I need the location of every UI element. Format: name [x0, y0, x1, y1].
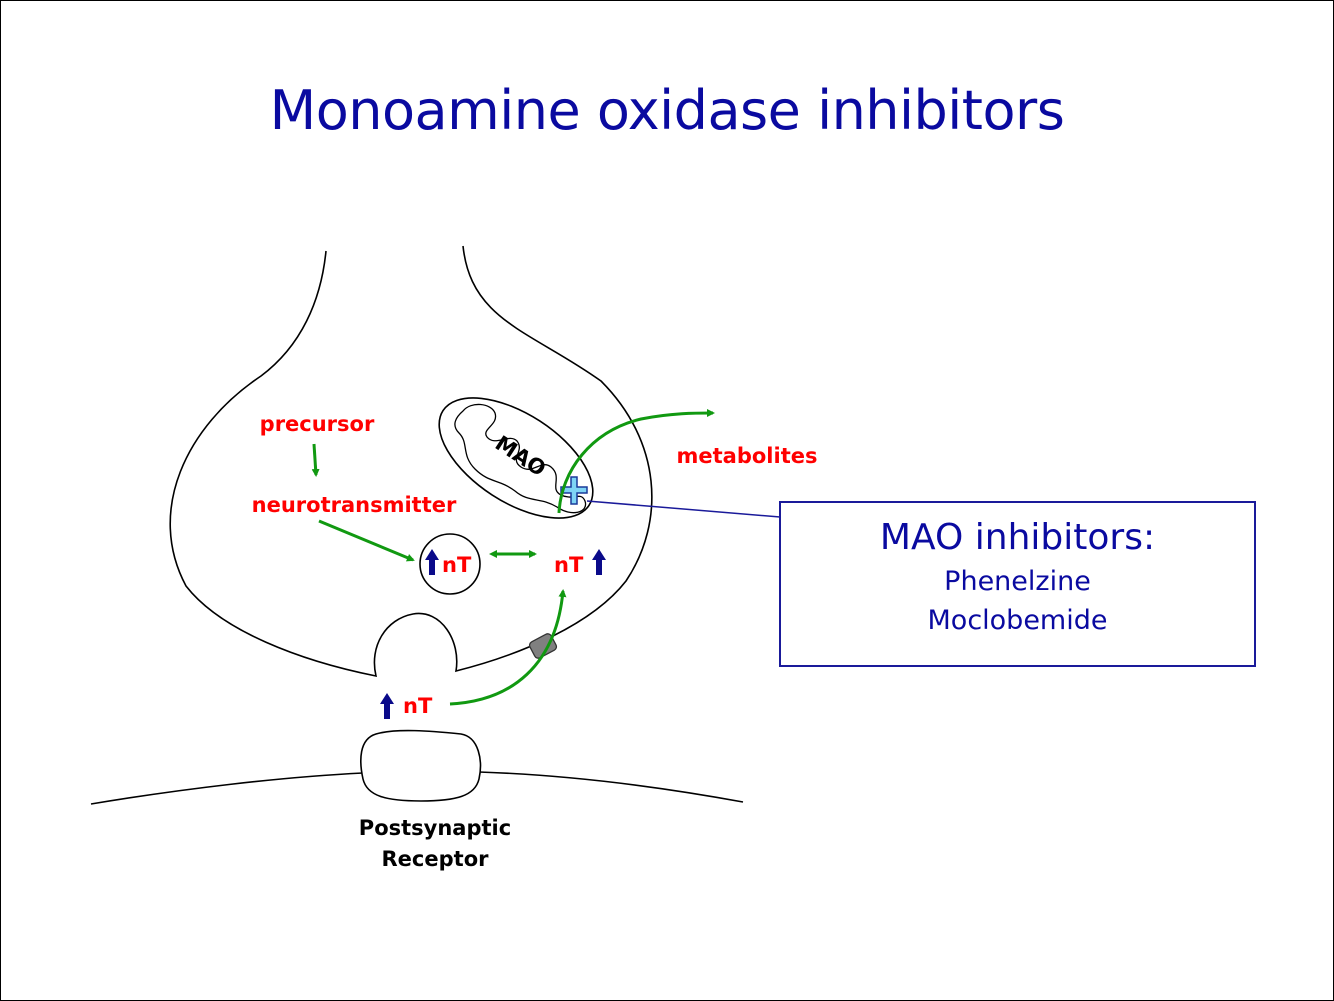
neurotransmitter-label: neurotransmitter	[252, 493, 457, 517]
cleft-increase-arrow-icon	[380, 693, 394, 719]
cytoplasm-nt-label: nT	[554, 553, 584, 577]
metabolism-arrow	[557, 409, 715, 514]
postsynaptic-receptor	[360, 729, 482, 802]
precursor-to-neurotransmitter-arrow	[311, 443, 320, 477]
precursor-label: precursor	[260, 412, 375, 436]
receptor-label-line1: Postsynaptic	[359, 816, 511, 840]
synthesis-to-vesicle-arrow	[318, 519, 415, 562]
drug-phenelzine: Phenelzine	[944, 566, 1091, 597]
cytoplasm-increase-arrow-icon	[592, 549, 606, 575]
vesicle-nt-label: nT	[442, 553, 472, 577]
postsynaptic-membrane-left	[90, 772, 364, 805]
drug-moclobemide: Moclobemide	[927, 605, 1108, 636]
inhibitor-cross-icon	[560, 476, 588, 505]
receptor-label-line2: Receptor	[382, 847, 490, 871]
reuptake-arrow	[449, 589, 567, 706]
metabolites-label: metabolites	[677, 444, 818, 468]
inhibitor-connector-line	[586, 500, 781, 518]
cleft-nt-label: nT	[403, 694, 433, 718]
postsynaptic-membrane-right	[478, 771, 744, 803]
synaptic-vesicle	[419, 533, 481, 595]
slide-title: Monoamine oxidase inhibitors	[269, 79, 1065, 142]
presynaptic-terminal	[169, 245, 653, 678]
mao-inhibitors-box: MAO inhibitors: Phenelzine Moclobemide	[779, 501, 1256, 667]
info-box-heading: MAO inhibitors:	[879, 517, 1156, 558]
